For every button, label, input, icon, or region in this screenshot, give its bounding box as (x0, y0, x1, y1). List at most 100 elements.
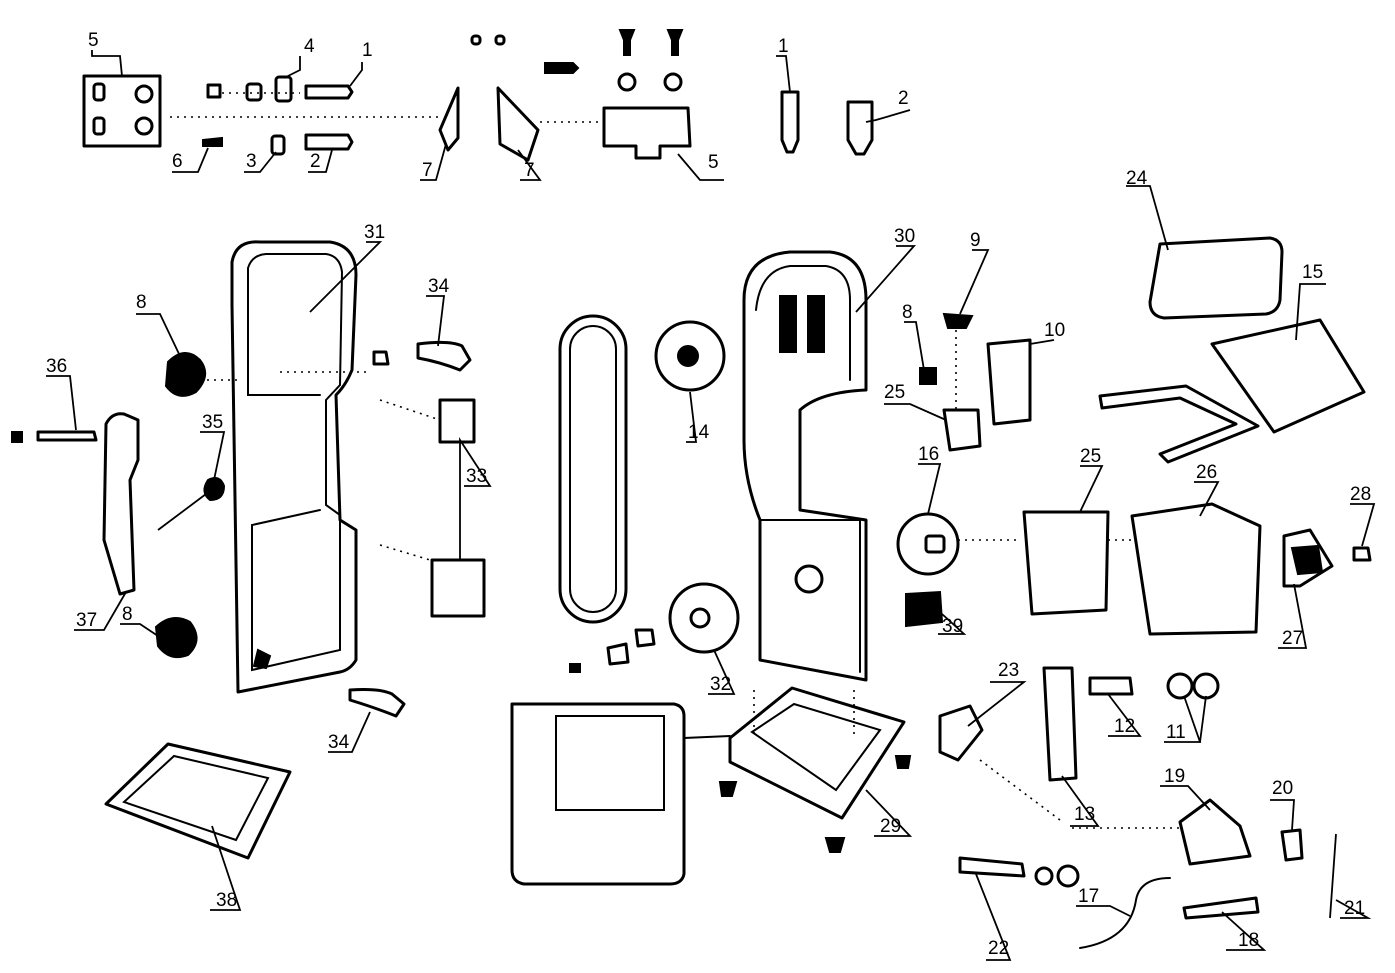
label-28: 28 (1350, 484, 1371, 505)
blade-guard-brackets (438, 34, 600, 162)
label-5-top-left: 5 (88, 30, 99, 51)
left-side-fittings (11, 340, 486, 718)
lower-drive-parts (938, 666, 1337, 949)
label-37: 37 (76, 610, 97, 631)
label-39: 39 (942, 616, 963, 637)
leader-lines (46, 50, 1376, 961)
label-34-upper: 34 (428, 276, 450, 297)
label-33: 33 (466, 466, 487, 487)
guide-block-part-4 (274, 75, 293, 103)
label-38: 38 (216, 890, 237, 911)
label-26: 26 (1196, 462, 1217, 483)
blade-guide-assembly-upper (82, 74, 440, 156)
label-16: 16 (918, 444, 939, 465)
table-trunnion (1098, 384, 1260, 464)
label-13: 13 (1074, 804, 1095, 825)
bracket-part-25-upper (942, 408, 982, 452)
table-detail-callout-part-24 (1148, 236, 1284, 320)
label-7-left: 7 (422, 160, 433, 181)
hinge-pin-part-34-upper (416, 340, 472, 372)
pin-part-36 (36, 430, 98, 442)
hinge-part-33-upper (438, 398, 476, 444)
rod-part-18 (1182, 896, 1260, 920)
table-top-part-15 (1210, 318, 1366, 434)
blade-guard-part-10 (986, 338, 1032, 426)
label-8-right: 8 (902, 302, 913, 323)
label-4: 4 (304, 36, 315, 57)
hinge-pin-part-34-lower (348, 688, 406, 718)
motor-bracket-part-25 (1022, 510, 1110, 616)
shaft-part-12 (1088, 676, 1134, 696)
guide-block-part-3 (270, 134, 286, 156)
chip-tray-part-38 (104, 742, 292, 860)
label-20: 20 (1272, 778, 1293, 799)
guide-block-part-5 (602, 106, 692, 160)
saw-blade-part (558, 314, 628, 624)
main-frame-part-30 (742, 250, 868, 682)
label-1-top-right: 1 (778, 36, 789, 57)
label-34-lower: 34 (328, 732, 350, 753)
label-17: 17 (1078, 886, 1099, 907)
knob-part-8-lower (154, 617, 198, 659)
table-assembly (1098, 236, 1366, 464)
label-25-upper: 25 (884, 382, 905, 403)
label-1-top-left: 1 (362, 40, 373, 61)
bracket-right-part-7 (496, 86, 540, 162)
guide-pin-part-1 (304, 84, 354, 100)
label-11: 11 (1166, 722, 1186, 743)
label-14: 14 (688, 422, 710, 443)
label-15: 15 (1302, 262, 1323, 283)
motor-assembly (896, 502, 1372, 636)
label-36: 36 (46, 356, 67, 377)
label-5-top-center: 5 (708, 152, 719, 173)
label-29: 29 (880, 816, 901, 837)
upper-door-frame-part-31 (230, 240, 358, 694)
label-23: 23 (998, 660, 1019, 681)
label-2-top-right: 2 (898, 88, 909, 109)
guide-pin-part-2 (304, 133, 354, 151)
label-27: 27 (1282, 628, 1303, 649)
bracket-left-part-7 (438, 86, 460, 152)
plate-part-20 (1280, 828, 1304, 862)
knob-part-8-upper (164, 352, 207, 397)
part-number-labels: 1 2 3 4 5 6 7 7 5 1 2 31 30 9 8 34 10 24… (46, 30, 1371, 959)
guide-post-parts (780, 90, 874, 156)
label-9: 9 (970, 230, 981, 251)
label-7-right: 7 (524, 160, 535, 181)
cable-part-17 (1079, 877, 1171, 949)
base-stand-part-29 (510, 686, 912, 886)
tension-bracket-part-23 (938, 704, 984, 762)
upper-guide-block (602, 29, 692, 160)
label-21: 21 (1344, 898, 1365, 919)
label-22: 22 (988, 938, 1009, 959)
label-24: 24 (1126, 168, 1148, 189)
guide-post-part-1 (780, 90, 800, 154)
tube-part-22 (958, 856, 1026, 878)
slider-part-13 (1042, 666, 1078, 782)
knob-part-28 (1352, 546, 1372, 562)
label-19: 19 (1164, 766, 1185, 787)
label-31: 31 (364, 222, 385, 243)
right-upper-fittings (919, 312, 1032, 452)
label-6: 6 (172, 151, 183, 172)
label-10: 10 (1044, 320, 1065, 341)
label-3: 3 (246, 151, 257, 172)
label-25-lower: 25 (1080, 446, 1101, 467)
bracket-part-19 (1178, 798, 1252, 866)
spring-part-35 (203, 477, 226, 502)
label-8-upper-left: 8 (136, 292, 147, 313)
label-18: 18 (1238, 930, 1259, 951)
label-2-top-left: 2 (310, 151, 321, 172)
knob-part-9 (942, 312, 974, 329)
saw-blade-and-wheels (558, 314, 740, 673)
bearing-part-11b (1192, 672, 1220, 700)
tension-lever-part-37 (102, 412, 140, 596)
screw-part-6 (202, 136, 223, 147)
base-detail-callout (510, 702, 686, 886)
label-12: 12 (1114, 716, 1135, 737)
bearing-part-11a (1166, 672, 1194, 700)
adjuster-part-2 (846, 100, 874, 156)
motor-housing-part-26 (1130, 502, 1262, 636)
label-35: 35 (202, 412, 223, 433)
